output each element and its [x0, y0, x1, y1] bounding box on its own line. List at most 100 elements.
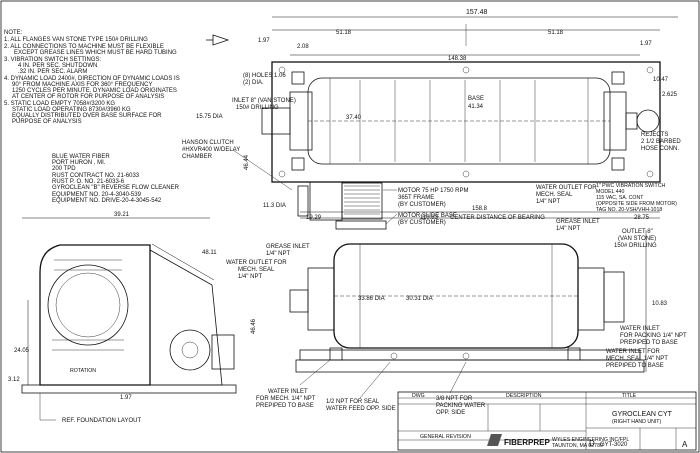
- motor-label: MOTOR 75 HP 1750 RPM: [398, 188, 468, 194]
- wo-seal-r: WATER OUTLET FOR: [536, 185, 597, 191]
- note-line: 1. ALL FLANGES VAN STONE TYPE 150# DRILL…: [4, 37, 148, 43]
- wi-mech: PREPIPED TO BASE: [256, 403, 314, 409]
- side-center-label: CENTER DISTANCE OF BEARING: [450, 215, 545, 221]
- vib-line: TAG NO. 20-VSH/VHH-1018: [596, 207, 662, 213]
- side-right: 28.75: [634, 215, 650, 221]
- customer-line: RUST CONTRACT NO. 21-6033: [52, 173, 140, 179]
- wi-pack: PREPIPED TO BASE: [620, 340, 678, 346]
- wo-seal-r: MECH. SEAL: [536, 192, 573, 198]
- base-label: BASE: [468, 96, 484, 102]
- side-view: 158.8 110.83 CENTER DISTANCE OF BEARING …: [226, 185, 687, 416]
- side-base: [299, 349, 641, 361]
- note-line: STATIC LOAD OPERATING 8730#/3960 KG: [12, 107, 131, 113]
- wi-pack-b: PREPIPED TO BASE: [606, 363, 664, 369]
- motor-label: 365T FRAME: [398, 195, 434, 201]
- side-d1: 33.86 DIA: [358, 296, 385, 302]
- rotation-label: ROTATION: [70, 368, 96, 374]
- outlet-label: OUTLET 8": [622, 229, 653, 235]
- size-letter: D: [589, 439, 595, 448]
- wi-pack-b: WATER INLET FOR: [606, 349, 661, 355]
- customer-line: PORT HURON , MI.: [52, 160, 106, 166]
- belt-guard: [149, 249, 223, 386]
- end-bottom: 1.97: [120, 395, 132, 401]
- dim-span: 148.38: [448, 56, 467, 62]
- note-line: EQUALLY DISTRIBUTED OVER BASE SURFACE FO…: [12, 113, 162, 119]
- note-line: 3. VIBRATION SWITCH SETTINGS:: [4, 57, 102, 63]
- vib-switch-note: 1" PWC VIBRATION SWITCH MODEL 440 115 VA…: [596, 183, 677, 213]
- dim-r1: 10.47: [653, 77, 669, 83]
- clutch-label: CHAMBER: [182, 154, 213, 160]
- dim-half-right: 51.18: [548, 30, 564, 36]
- end-view: 39.21 ROTATION 48.11 24.05 3.12 1.97 REF…: [8, 212, 237, 424]
- drawing-title: GYROCLEAN CYT: [612, 411, 673, 418]
- motor-plan: [341, 182, 383, 220]
- motor-label: (BY CUSTOMER): [398, 202, 446, 208]
- side-d2: 30.31 DIA: [406, 296, 433, 302]
- dim-right-edge: 1.97: [640, 41, 652, 47]
- general-revision: GENERAL REVISION: [420, 434, 471, 440]
- side-center: 110.83: [420, 215, 439, 221]
- customer-line: EQUIPMENT NO. DRIVE-20-4-3045-542: [52, 198, 162, 204]
- outlet-label: (VAN STONE): [618, 236, 656, 242]
- rejects-label: 2 1/2 BARBED: [641, 139, 681, 145]
- note-line: 4 IN. PER SEC. SHUTDOWN: [18, 63, 97, 69]
- wo-seal-r: 1/4" NPT: [536, 199, 560, 205]
- col-description: DESCRIPTION: [506, 393, 542, 399]
- slide-base: [335, 220, 387, 230]
- dim-inner: 37.40: [346, 115, 362, 121]
- side-bearing-right: [577, 267, 605, 331]
- grease-left: 1/4" NPT: [266, 251, 290, 257]
- rejects-valve: [636, 109, 660, 133]
- end-drum-circle: [47, 264, 129, 346]
- slide-label: (BY CUSTOMER): [398, 220, 446, 226]
- npt-pack: OPP. SIDE: [436, 410, 465, 416]
- side-height: 46.46: [251, 318, 257, 334]
- inlet-flange: [261, 107, 291, 135]
- customer-line: 200 TPD: [52, 166, 76, 172]
- note-line: EXCEPT GREASE LINES WHICH MUST BE HARD T…: [14, 50, 177, 56]
- end-small: 3.12: [8, 377, 20, 383]
- col-dwg: DWG: [412, 393, 425, 399]
- motor-end: [169, 329, 211, 371]
- holes-label: (2) DIA.: [243, 80, 264, 86]
- side-bearing-left: [307, 267, 335, 331]
- notes-block: NOTE: 1. ALL FLANGES VAN STONE TYPE 150#…: [4, 30, 180, 125]
- npt-seal: WATER FEED OPP. SIDE: [326, 406, 396, 412]
- note-line: 4. DYNAMIC LOAD 2400#, DIRECTION OF DYNA…: [4, 76, 180, 82]
- dim-offset: 2.08: [297, 44, 309, 50]
- address: WYLES ENGINEERING INC/FPL: [552, 437, 629, 443]
- vib-line: (OPPOSITE SIDE FROM MOTOR): [596, 201, 677, 207]
- npt-pack: 3/8 NPT FOR: [436, 396, 473, 402]
- end-width: 39.21: [114, 212, 130, 218]
- dim-side: 15.75 DIA: [196, 114, 223, 120]
- pen-nib-icon: [206, 34, 230, 46]
- note-line: AT CENTER OF ROTOR FOR PURPOSE OF ANALYS…: [12, 94, 164, 100]
- side-overall: 158.8: [472, 206, 488, 212]
- base-plate: [271, 61, 661, 183]
- dim-height: 46.44: [244, 154, 250, 170]
- end-diag: 48.11: [202, 250, 217, 256]
- dim-overall: 157.48: [466, 9, 488, 16]
- dim-r2: 2.625: [662, 92, 678, 98]
- plan-view: 157.48 51.18 51.18 1.97 1.97 2.08 148.38: [182, 9, 681, 230]
- outlet-side: [603, 271, 625, 323]
- address2: TAUNTON, MA 02780: [552, 443, 603, 449]
- ref-foundation: REF. FOUNDATION LAYOUT: [62, 418, 141, 424]
- vib-line: MODEL 440: [596, 189, 624, 195]
- col-title: TITLE: [622, 393, 637, 399]
- end-base: [21, 384, 237, 394]
- side-left: 19.29: [306, 215, 322, 221]
- customer-line: RUST P. O. NO. 21-6033-6: [52, 179, 125, 185]
- right-bearing: [603, 91, 627, 151]
- wi-mech: FOR MECH. 1/4" NPT: [256, 396, 316, 402]
- clutch-label: HANSON CLUTCH: [182, 140, 234, 146]
- note-line: PURPOSE OF ANALYSIS: [12, 119, 82, 125]
- side-outlet-h: 10.83: [652, 301, 668, 307]
- base-width: 41.34: [468, 104, 484, 110]
- company-name: FIBERPREP: [504, 438, 550, 447]
- dim-half-left: 51.18: [336, 30, 352, 36]
- wi-pack: WATER INLET: [620, 326, 660, 332]
- end-h: 24.05: [14, 348, 30, 354]
